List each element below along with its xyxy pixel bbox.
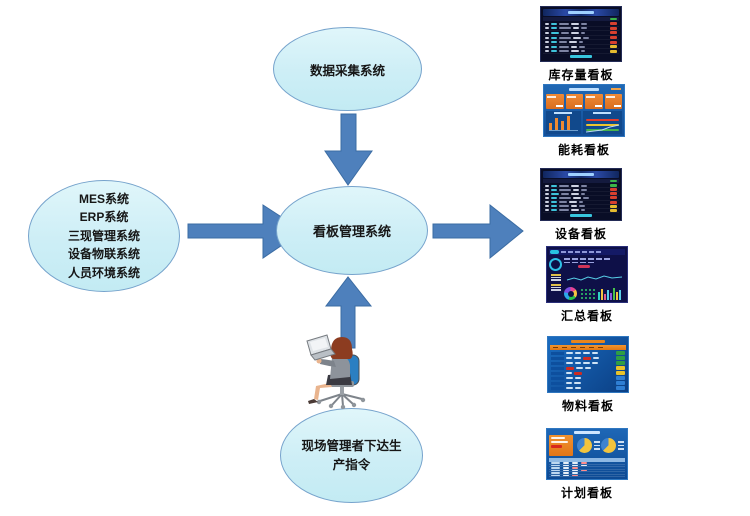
node-label: 数据采集系统 — [309, 63, 385, 78]
board-item-equipment: 设备看板 — [539, 168, 623, 242]
node-kanban-management-system: 看板管理系统 — [276, 186, 428, 275]
arrow-kanban-to-boards — [432, 203, 524, 260]
mini-table — [549, 458, 625, 477]
node-data-collection-system: 数据采集系统 — [273, 27, 422, 111]
board-label-energy: 能耗看板 — [557, 143, 610, 157]
board-label-equipment: 设备看板 — [554, 227, 607, 241]
mini-main — [564, 258, 625, 300]
mini-table-header — [550, 345, 626, 350]
thumbnail-plan-board — [546, 428, 628, 480]
source-system-line: ERP系统 — [79, 210, 129, 225]
thumbnail-equipment-board — [540, 168, 622, 221]
mini-bar-chart — [546, 111, 581, 134]
arrow-collection-to-kanban — [324, 113, 373, 186]
board-item-inventory: 库存量看板 — [539, 6, 623, 83]
mini-donut-chart — [564, 287, 577, 300]
mini-header — [574, 431, 600, 434]
board-item-energy: 能耗看板 — [542, 84, 626, 158]
office-chair — [319, 393, 363, 407]
source-system-line: 设备物联系统 — [67, 247, 140, 262]
node-label-line2: 产指令 — [332, 457, 371, 472]
mini-dot-grid — [580, 288, 595, 300]
kpi-cards — [546, 94, 622, 109]
mini-header — [550, 339, 626, 344]
source-system-line: MES系统 — [78, 191, 129, 206]
mini-multibar-chart — [598, 288, 621, 300]
source-system-line: 三现管理系统 — [67, 228, 140, 243]
person-at-computer-illustration — [306, 334, 366, 409]
board-label-material: 物料看板 — [561, 399, 614, 413]
mini-subheader — [543, 179, 619, 183]
node-source-systems: MES系统 ERP系统 三现管理系统 设备物联系统 人员环境系统 — [28, 180, 180, 292]
mini-subheader — [543, 17, 619, 21]
thumbnail-summary-board — [546, 246, 628, 303]
thumbnail-material-board — [547, 336, 629, 393]
mini-header — [549, 249, 625, 255]
board-label-plan: 计划看板 — [560, 486, 613, 500]
mini-kpi-card — [549, 435, 573, 456]
mini-pie-charts — [576, 435, 625, 456]
thumbnail-inventory-board — [540, 6, 622, 62]
mini-footer — [543, 54, 619, 59]
mini-line-chart — [582, 111, 622, 134]
board-label-inventory: 库存量看板 — [548, 68, 614, 82]
board-item-summary: 汇总看板 — [545, 246, 629, 324]
source-system-line: 人员环境系统 — [67, 265, 140, 280]
node-production-order: 现场管理者下达生 产指令 — [280, 408, 423, 503]
node-label-line1: 现场管理者下达生 — [301, 438, 402, 453]
node-label: 看板管理系统 — [312, 224, 391, 239]
board-item-material: 物料看板 — [546, 336, 630, 414]
mini-footer — [543, 213, 619, 218]
board-item-plan: 计划看板 — [545, 428, 629, 501]
thumbnail-energy-board — [543, 84, 625, 137]
mini-header — [543, 9, 619, 16]
mini-sidebar — [549, 258, 562, 300]
mini-header — [543, 171, 619, 178]
board-label-summary: 汇总看板 — [560, 309, 613, 323]
mini-header — [546, 87, 622, 92]
